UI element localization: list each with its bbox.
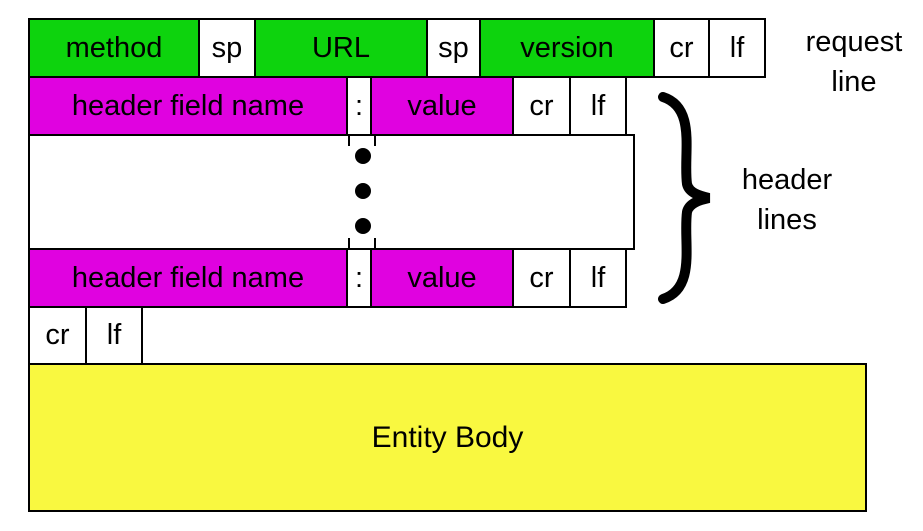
value-cell: value <box>370 76 514 136</box>
colon-column-tick <box>374 238 376 248</box>
lf-cell: lf <box>708 18 766 78</box>
sp-cell: sp <box>198 18 256 78</box>
vertical-ellipsis-dot <box>355 148 371 164</box>
header-line-row-top: header field name : value cr lf <box>28 76 627 136</box>
lf-cell: lf <box>569 248 627 308</box>
version-cell: version <box>479 18 655 78</box>
request-line-label-line2: line <box>831 66 877 98</box>
colon-cell: : <box>346 248 372 308</box>
header-field-name-cell: header field name <box>28 248 348 308</box>
colon-column-tick <box>348 136 350 146</box>
cr-cell: cr <box>512 76 571 136</box>
url-cell: URL <box>254 18 428 78</box>
value-cell: value <box>370 248 514 308</box>
vertical-ellipsis-dot <box>355 183 371 199</box>
cr-cell: cr <box>512 248 571 308</box>
header-lines-label: header lines <box>722 160 852 240</box>
vertical-ellipsis-dot <box>355 218 371 234</box>
lf-cell: lf <box>569 76 627 136</box>
header-lines-ellipsis-box <box>28 134 635 250</box>
request-line-row: method sp URL sp version cr lf <box>28 18 766 78</box>
entity-body-box: Entity Body <box>28 363 867 512</box>
request-line-label-line1: request <box>805 26 903 58</box>
sp-cell-2: sp <box>426 18 481 78</box>
vertical-ellipsis-icon <box>355 148 371 234</box>
header-field-name-cell: header field name <box>28 76 348 136</box>
curly-brace-icon <box>653 92 717 309</box>
lf-cell: lf <box>85 306 143 365</box>
request-line-label: request line <box>788 22 920 102</box>
colon-column-tick <box>348 238 350 248</box>
cr-cell: cr <box>653 18 710 78</box>
header-lines-label-line1: header <box>741 164 833 196</box>
method-cell: method <box>28 18 200 78</box>
colon-column-tick <box>374 136 376 146</box>
cr-cell: cr <box>28 306 87 365</box>
colon-cell: : <box>346 76 372 136</box>
header-line-row-bottom: header field name : value cr lf <box>28 248 627 308</box>
blank-line-row: cr lf <box>28 306 143 365</box>
header-lines-label-line2: lines <box>757 204 817 236</box>
